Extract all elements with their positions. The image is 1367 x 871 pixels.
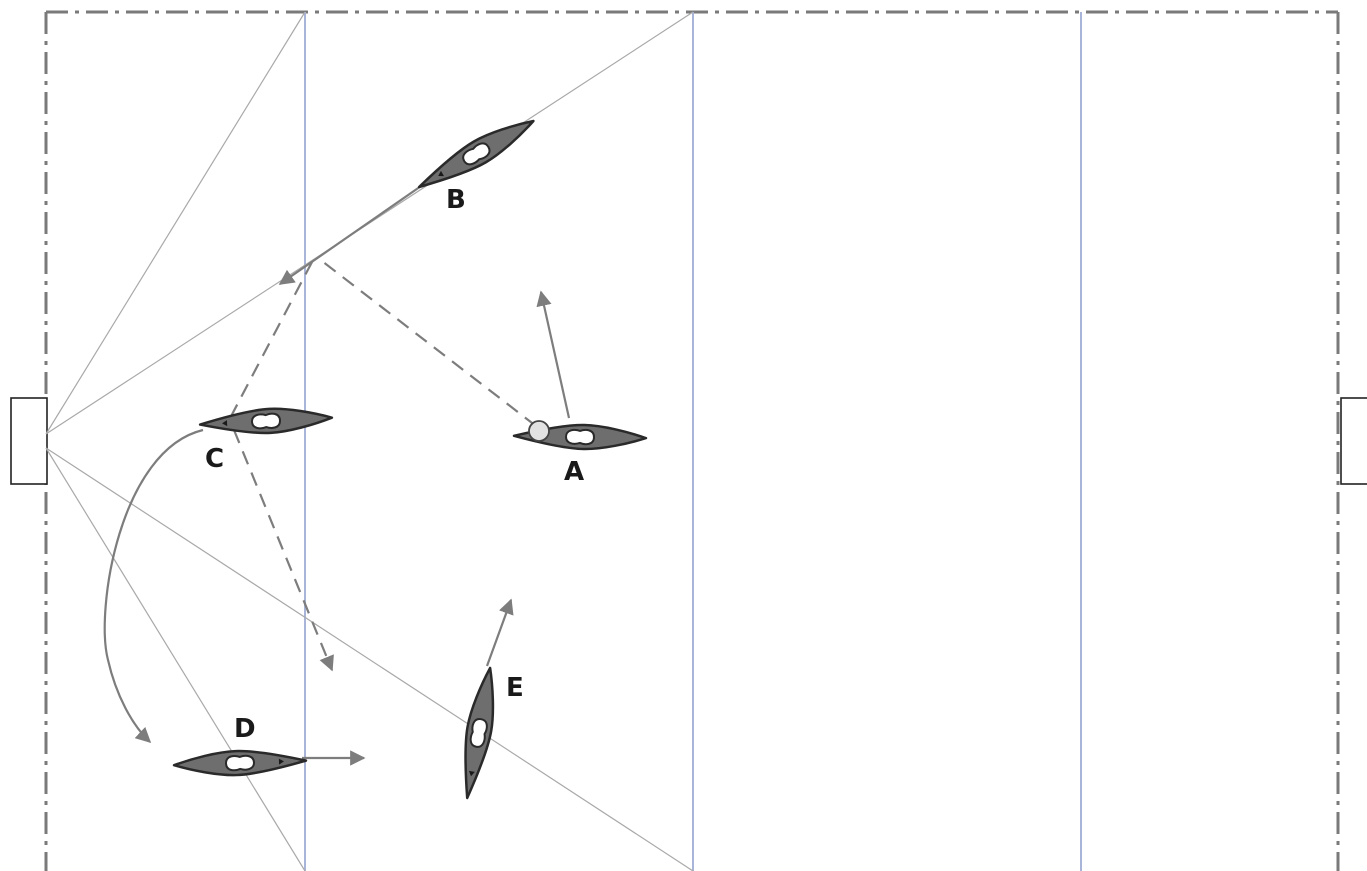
- label-c: C: [205, 444, 224, 474]
- player-e-kayak: [454, 664, 504, 802]
- zone-lines: [304, 12, 1082, 871]
- label-e: E: [506, 673, 524, 703]
- label-a: A: [564, 457, 584, 487]
- ball: [528, 420, 550, 442]
- label-d: D: [234, 714, 256, 744]
- c-movement-arrow: [103, 428, 204, 744]
- player-labels: B C A E D: [205, 185, 584, 744]
- player-b-kayak: [411, 109, 541, 199]
- label-b: B: [446, 185, 466, 215]
- b-movement-arrow: [278, 183, 425, 285]
- a-movement-arrow: [536, 290, 571, 419]
- right-goal: [1340, 397, 1367, 485]
- pass-lines: [226, 257, 537, 672]
- pass-b-to-c: [226, 261, 313, 425]
- movement-arrows: [103, 183, 571, 766]
- pass-c-to-space: [232, 429, 334, 672]
- pass-a-to-b: [317, 257, 537, 427]
- left-goal: [10, 397, 48, 485]
- e-movement-arrow: [485, 598, 514, 667]
- player-c-kayak: [198, 404, 334, 438]
- player-d-kayak: [172, 747, 308, 779]
